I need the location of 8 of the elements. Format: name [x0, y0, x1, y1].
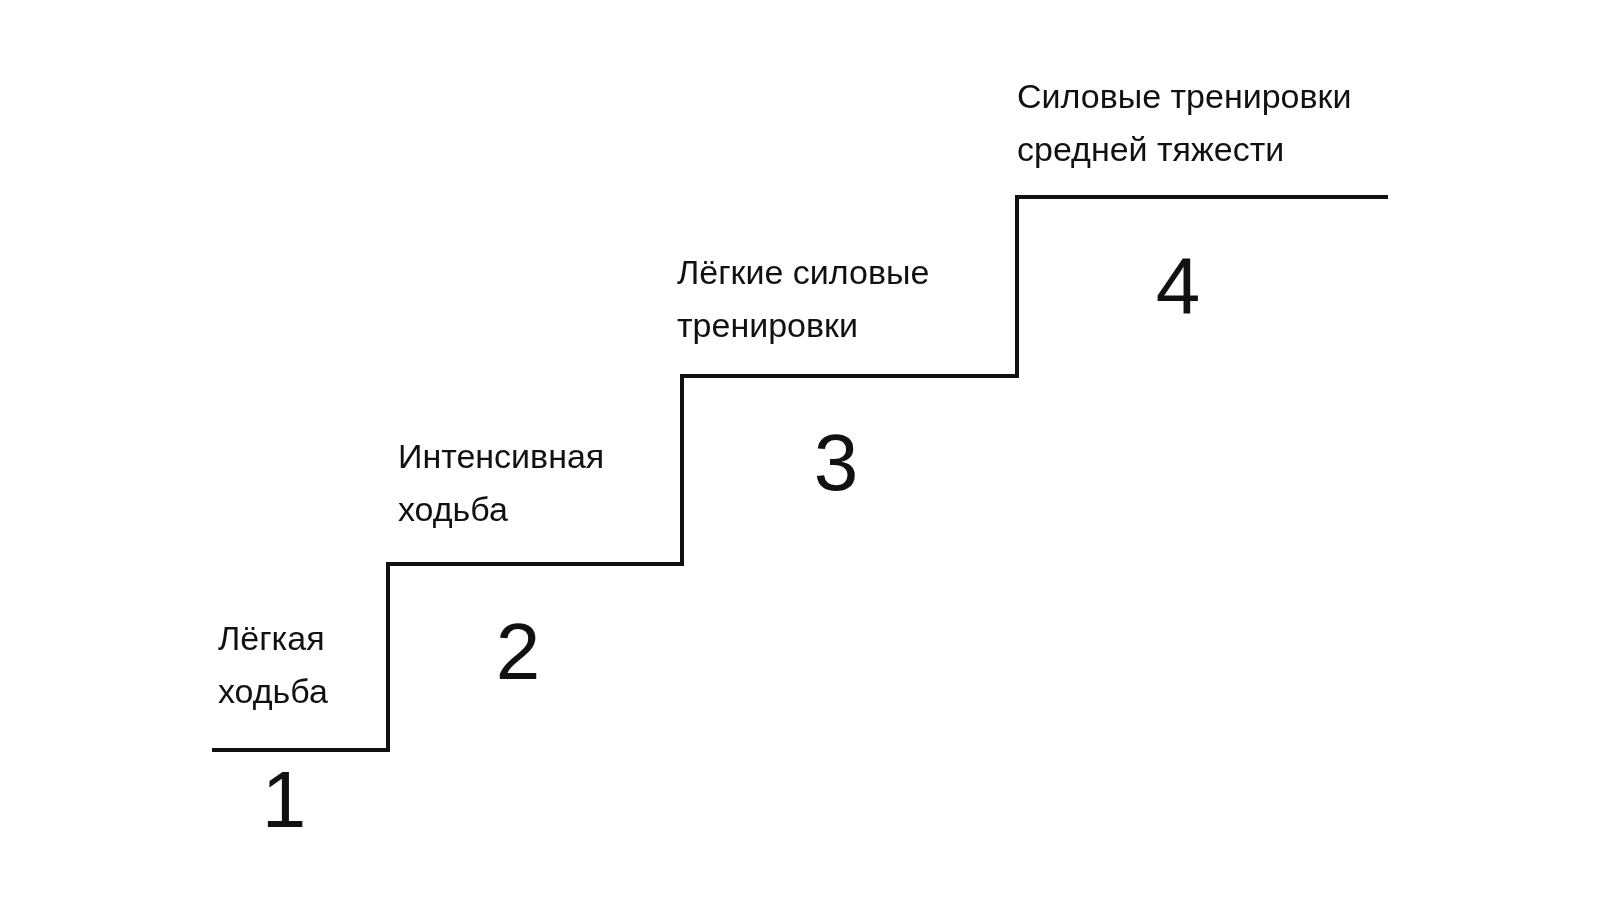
- step-number: 1: [260, 755, 308, 845]
- step-label: Лёгкая ходьба: [218, 618, 329, 712]
- step-label: Лёгкие силовые тренировки: [677, 252, 931, 346]
- step-number: 4: [1154, 241, 1202, 331]
- step-label: Силовые тренировки средней тяжести: [1017, 76, 1353, 170]
- step-number: 3: [812, 418, 860, 508]
- step-number: 2: [494, 607, 542, 697]
- step-label: Интенсивная ходьба: [398, 436, 606, 530]
